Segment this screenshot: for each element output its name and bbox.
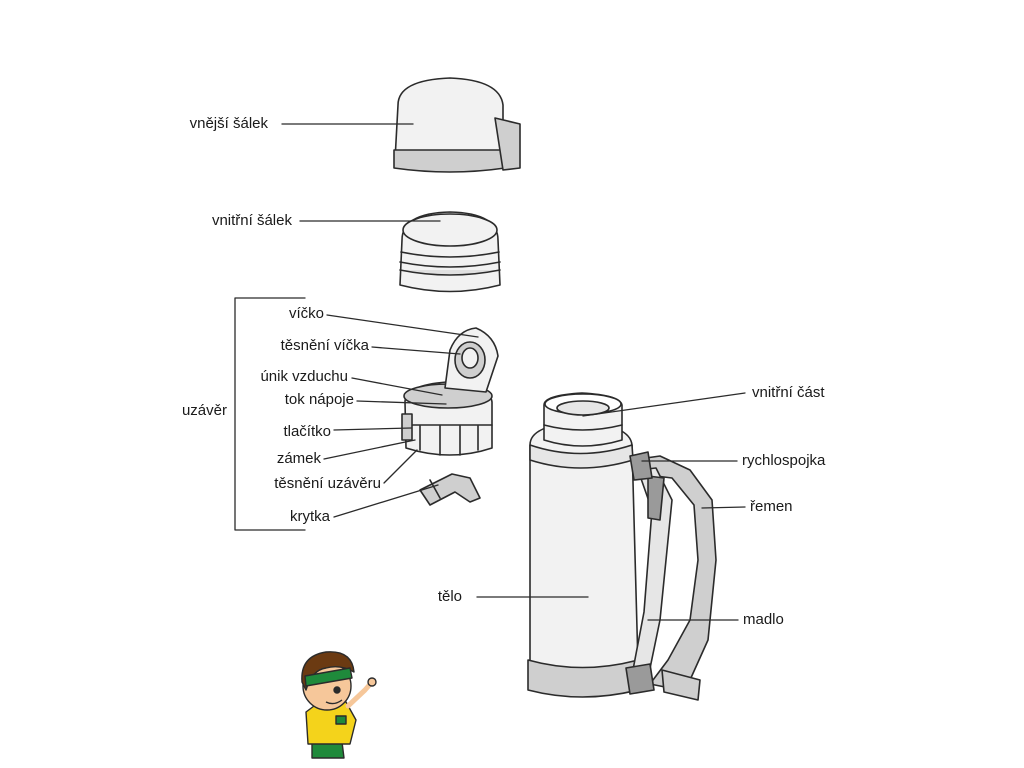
label-drink-flow: tok nápoje <box>284 391 354 408</box>
label-lock: zámek <box>276 450 321 467</box>
leader-lines <box>234 123 746 621</box>
mascot-boy-illustration <box>301 651 377 759</box>
closure-illustration <box>401 327 499 506</box>
label-handle: madlo <box>743 611 784 628</box>
inner-cup-illustration <box>399 211 501 293</box>
label-lid-seal: těsnění víčka <box>280 337 369 354</box>
label-outer-cup: vnější šálek <box>189 115 268 132</box>
label-body: tělo <box>437 588 462 605</box>
label-strap: řemen <box>750 498 793 515</box>
label-button: tlačítko <box>283 423 331 440</box>
outer-cup-illustration <box>393 77 521 173</box>
label-lid: víčko <box>288 305 324 322</box>
label-closure-seal: těsnění uzávěru <box>274 475 381 492</box>
label-air-vent: únik vzduchu <box>260 368 348 385</box>
bottle-body-illustration <box>527 392 639 698</box>
label-quick-clip: rychlospojka <box>742 452 826 469</box>
handle-strap-illustration <box>625 451 717 701</box>
label-closure-group: uzávěr <box>181 402 227 419</box>
label-inner-part: vnitřní část <box>752 384 825 401</box>
label-inner-cup: vnitřní šálek <box>211 212 292 229</box>
label-cover: krytka <box>289 508 330 525</box>
